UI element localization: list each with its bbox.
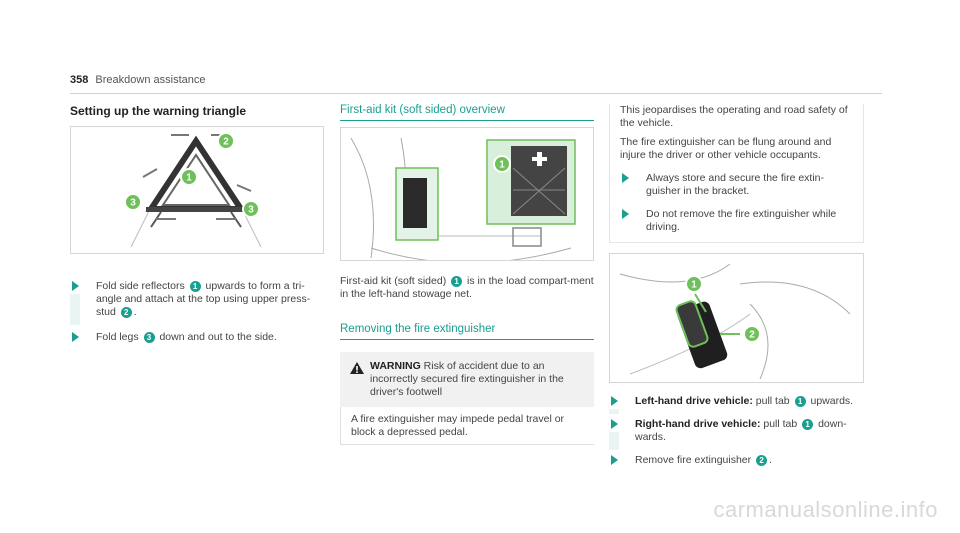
svg-text:1: 1 — [499, 160, 505, 171]
svg-text:1: 1 — [691, 280, 697, 291]
safety-steps: Always store and secure the fire extin-g… — [620, 172, 857, 234]
step-arrow-icon — [72, 281, 79, 291]
heading-warning-triangle: Setting up the warning triangle — [70, 104, 247, 118]
badge-1: 1 — [189, 281, 201, 292]
step-arrow-icon — [622, 173, 629, 183]
safety-text: This jeopardises the operating and road … — [620, 104, 848, 129]
step-arrow-icon — [611, 419, 618, 429]
injury-text: The fire extinguisher can be flung aroun… — [620, 136, 832, 161]
first-aid-location-text: First-aid kit (soft sided) 1 is in the l… — [340, 275, 594, 300]
page-section-title: Breakdown assistance — [95, 74, 206, 86]
callout-1: 1 — [180, 168, 198, 186]
steps-warning-triangle: Fold side reflectors 1 upwards to form a… — [70, 280, 324, 344]
column-warning-triangle: Setting up the warning triangle 1 2 — [70, 104, 324, 344]
warning-continuation: This jeopardises the operating and road … — [609, 104, 864, 243]
step-left-hand-drive: Left-hand drive vehicle: pull tab 1 upwa… — [609, 395, 864, 414]
heading-first-aid-overview: First-aid kit (soft sided) overview — [340, 104, 594, 121]
page-number: 358 — [70, 74, 89, 86]
svg-text:2: 2 — [749, 330, 755, 341]
step-arrow-icon — [611, 455, 618, 465]
fire-extinguisher-illustration: 1 2 — [619, 263, 851, 380]
svg-text:1: 1 — [186, 173, 192, 184]
step-fold-legs: Fold legs 3 down and out to the side. — [70, 331, 324, 344]
page-header: 358 Breakdown assistance — [70, 74, 882, 94]
svg-text:3: 3 — [130, 198, 136, 209]
figure-warning-triangle: 1 2 3 3 — [70, 126, 324, 254]
figure-fire-extinguisher: 1 2 — [609, 253, 864, 383]
callout-2: 2 — [217, 132, 235, 150]
warning-box: WARNING Risk of accident due to an incor… — [340, 352, 594, 407]
warning-triangle-illustration: 1 2 3 3 — [124, 132, 262, 248]
callout-2: 2 — [743, 325, 761, 343]
callout-1: 1 — [493, 155, 511, 173]
step-arrow-icon — [622, 209, 629, 219]
figure-first-aid-kit: 1 — [340, 127, 594, 261]
step-do-not-remove: Do not remove the fire extinguisher whil… — [620, 208, 857, 234]
badge-2: 2 — [756, 455, 768, 466]
svg-text:2: 2 — [223, 137, 229, 148]
warning-detail: A fire extinguisher may impede pedal tra… — [340, 407, 594, 445]
first-aid-kit-illustration: 1 — [350, 137, 576, 260]
step-right-hand-drive: Right-hand drive vehicle: pull tab 1 dow… — [609, 418, 864, 450]
warning-title: WARNING — [370, 360, 421, 372]
callout-3-left: 3 — [124, 193, 142, 211]
badge-1: 1 — [794, 396, 806, 407]
column-extinguisher: This jeopardises the operating and road … — [609, 104, 864, 467]
svg-text:3: 3 — [248, 205, 254, 216]
warning-message: WARNING Risk of accident due to an incor… — [370, 360, 564, 398]
callout-3-right: 3 — [242, 200, 260, 218]
badge-1: 1 — [802, 419, 814, 430]
steps-remove-extinguisher: Left-hand drive vehicle: pull tab 1 upwa… — [609, 395, 864, 467]
step-store-extinguisher: Always store and secure the fire extin-g… — [620, 172, 857, 198]
column-first-aid: First-aid kit (soft sided) overview 1 Fi… — [340, 104, 594, 445]
badge-1: 1 — [451, 276, 463, 287]
watermark: carmanualsonline.info — [713, 497, 938, 522]
heading-removing-extinguisher: Removing the fire extinguisher — [340, 323, 594, 340]
badge-3: 3 — [143, 332, 155, 343]
step-arrow-icon — [72, 332, 79, 342]
step-fold-reflectors: Fold side reflectors 1 upwards to form a… — [70, 280, 324, 325]
warning-triangle-icon — [350, 362, 364, 374]
step-remove-extinguisher: Remove fire extinguisher 2. — [609, 454, 864, 467]
step-arrow-icon — [611, 396, 618, 406]
badge-2: 2 — [120, 307, 132, 318]
callout-1: 1 — [685, 275, 703, 293]
